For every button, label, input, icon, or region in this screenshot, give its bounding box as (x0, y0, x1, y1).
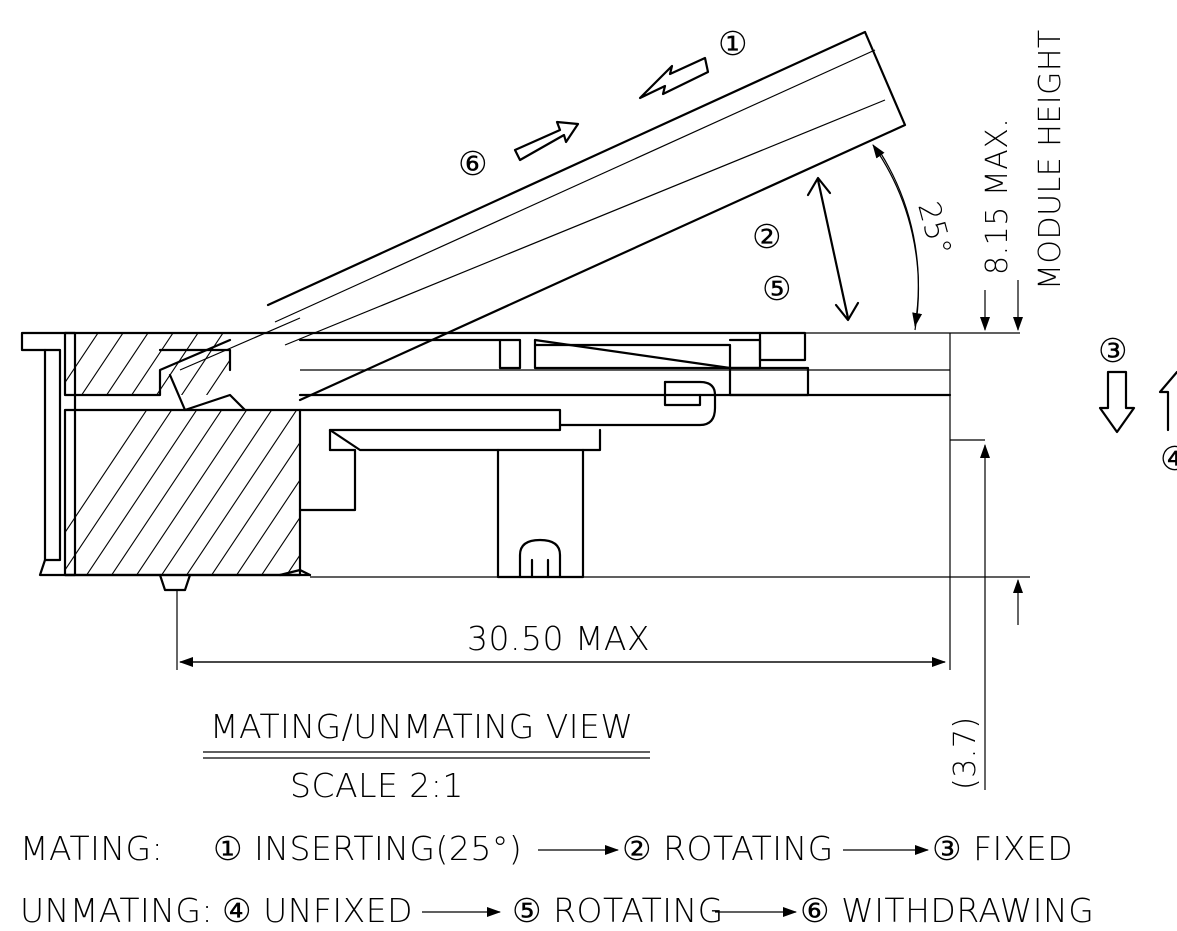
annotations: ① ⑥ ② ⑤ ③ ④ 25° 8.15 MAX. MODULE HEIGHT … (20, 24, 1177, 930)
step-2-marker: ② (752, 217, 782, 256)
unmating-step-5: ⑤ ROTATING (512, 891, 724, 930)
offset-dimension: (3.7) (948, 716, 983, 790)
step-6-marker: ⑥ (458, 144, 488, 183)
mating-step-2: ② ROTATING (622, 829, 834, 868)
step-5-marker: ⑤ (762, 269, 792, 308)
scale-label: SCALE 2:1 (290, 766, 464, 805)
width-dimension: 30.50 MAX (467, 619, 650, 658)
unmating-step-4: ④ UNFIXED (222, 891, 413, 930)
motion-arrows (513, 56, 1177, 434)
unmating-step-6: ⑥ WITHDRAWING (800, 891, 1094, 930)
mating-step-1: ① INSERTING(25°) (213, 829, 522, 868)
view-title: MATING/UNMATING VIEW (210, 707, 634, 746)
unmating-label: UNMATING: (20, 891, 213, 930)
height-dimension: 8.15 MAX. (980, 118, 1015, 275)
module-height-label: MODULE HEIGHT (1033, 29, 1068, 290)
module-card (179, 30, 907, 402)
angle-dimension: 25° (910, 198, 958, 260)
step-1-marker: ① (718, 24, 748, 63)
mating-label: MATING: (20, 829, 163, 868)
dimension-lines (176, 144, 1030, 790)
connector-housing (20, 331, 952, 592)
mating-step-3: ③ FIXED (932, 829, 1073, 868)
step-4-marker: ④ (1160, 439, 1177, 478)
step-3-marker: ③ (1098, 331, 1128, 370)
